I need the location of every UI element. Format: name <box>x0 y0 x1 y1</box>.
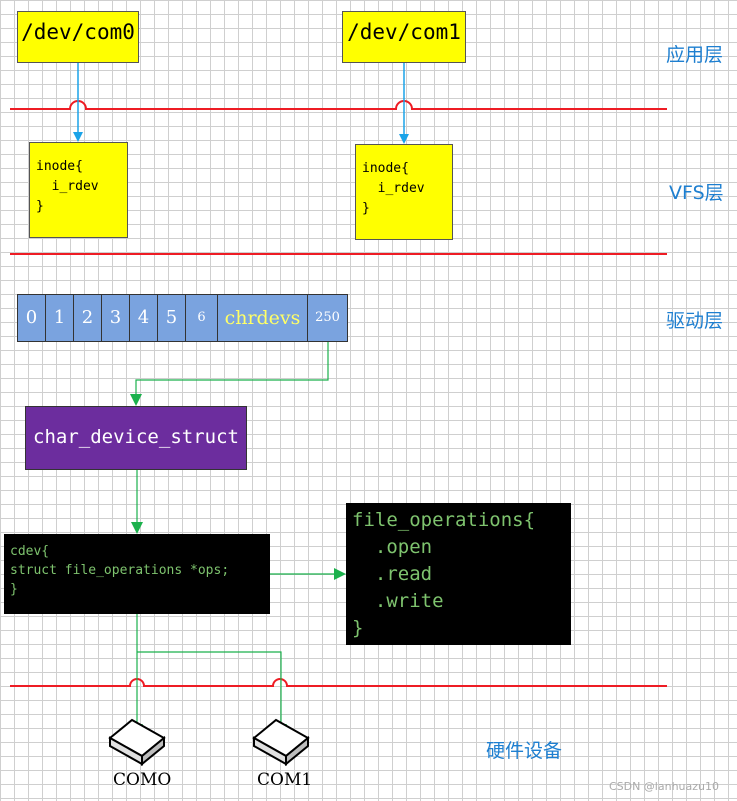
chrdevs-cell-1[interactable]: 1 <box>45 294 74 342</box>
hardware-icon-com1 <box>252 718 310 767</box>
cdev-box[interactable]: cdev{ struct file_operations *ops; } <box>4 534 270 614</box>
inode-line-open: inode{ <box>362 161 409 176</box>
inode-line-field: i_rdev <box>36 179 99 194</box>
inode-line-close: } <box>362 201 370 216</box>
watermark: CSDN @lanhuazu10 <box>608 780 719 793</box>
inode-box-com0[interactable]: inode{ i_rdev } <box>29 142 128 238</box>
dev-com0-node[interactable]: /dev/com0 <box>17 11 139 63</box>
fops-line-close: } <box>352 617 364 639</box>
chrdevs-name-cell[interactable]: chrdevs <box>217 294 308 342</box>
layer-label-hardware: 硬件设备 <box>486 740 563 762</box>
fops-line-open: file_operations{ <box>352 509 536 531</box>
chrdevs-cell-5[interactable]: 5 <box>157 294 186 342</box>
chrdevs-cell-0[interactable]: 0 <box>17 294 46 342</box>
fops-line-read-op: .read <box>352 563 433 585</box>
hardware-icon-como <box>108 718 166 767</box>
hardware-label-com1: COM1 <box>257 770 313 790</box>
chrdevs-cell-4[interactable]: 4 <box>129 294 158 342</box>
file-operations-box[interactable]: file_operations{ .open .read .write } <box>346 503 571 645</box>
cdev-line-open: cdev{ <box>10 544 50 559</box>
inode-text: inode{ i_rdev } <box>362 159 425 219</box>
inode-line-field: i_rdev <box>362 181 425 196</box>
inode-line-open: inode{ <box>36 159 83 174</box>
arrow-chrdevs-to-struct <box>130 342 329 406</box>
hardware-label-como: COMO <box>113 770 172 790</box>
cdev-line-close: } <box>10 582 18 597</box>
inode-box-com1[interactable]: inode{ i_rdev } <box>355 144 453 240</box>
chrdevs-cell-2[interactable]: 2 <box>73 294 102 342</box>
dev-com1-label: /dev/com1 <box>347 20 461 44</box>
dev-com0-label: /dev/com0 <box>21 20 135 44</box>
divider-app-vfs <box>10 100 667 110</box>
chrdevs-cell-250[interactable]: 250 <box>307 294 348 342</box>
layer-label-driver: 驱动层 <box>666 310 724 332</box>
cdev-line-ops: struct file_operations *ops; <box>10 563 230 578</box>
dev-com1-node[interactable]: /dev/com1 <box>342 11 466 63</box>
chrdevs-cell-6[interactable]: 6 <box>185 294 218 342</box>
inode-line-close: } <box>36 199 44 214</box>
divider-driver-hardware <box>10 678 667 687</box>
layer-label-vfs: VFS层 <box>669 182 724 204</box>
fops-line-open-op: .open <box>352 536 433 558</box>
layer-label-app: 应用层 <box>666 44 724 66</box>
chrdevs-cell-3[interactable]: 3 <box>101 294 130 342</box>
char-device-struct-box[interactable]: char_device_struct <box>25 406 247 470</box>
arrow-cdev-to-com1 <box>137 651 287 736</box>
fops-line-write-op: .write <box>352 590 444 612</box>
inode-text: inode{ i_rdev } <box>36 157 99 217</box>
